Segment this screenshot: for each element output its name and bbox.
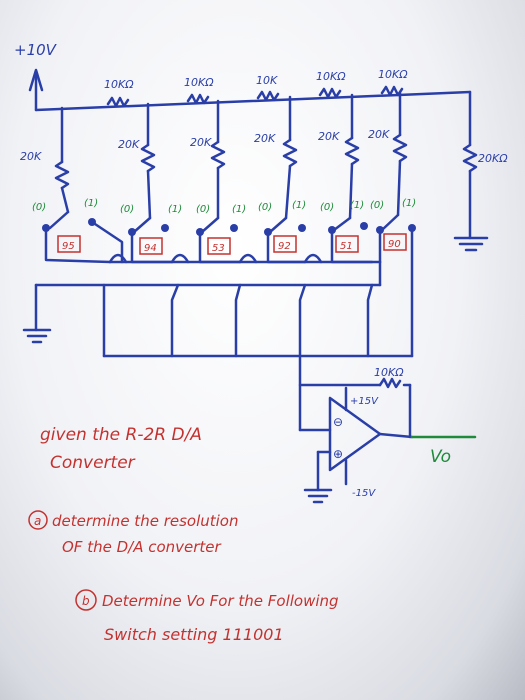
- switch-label: 53: [212, 243, 225, 254]
- switch-position-label: (1): [292, 200, 306, 211]
- switch-label: 51: [340, 241, 353, 252]
- switch-position-label: (1): [350, 200, 364, 211]
- part-a-line1: determine the resolution: [52, 512, 239, 530]
- series-resistor-label: 10K: [256, 74, 278, 87]
- part-b-line1: Determine Vo For the Following: [102, 592, 339, 610]
- switch-position-label: (1): [232, 204, 246, 215]
- shunt-resistor-label: 20K: [254, 132, 276, 145]
- shunt-resistor-label: 20K: [20, 150, 42, 163]
- opamp-triangle: [328, 396, 382, 472]
- opamp-noninverting-symbol: ⊕: [333, 447, 343, 461]
- supply-label: +10V: [14, 41, 58, 59]
- supply-arrow: [28, 68, 44, 92]
- part-b-line2: Switch setting 111001: [104, 625, 284, 644]
- switch-position-label: (1): [168, 204, 182, 215]
- shunt-resistor-label: 20K: [368, 128, 390, 141]
- question-intro-line2: Converter: [50, 453, 136, 473]
- part-a-line2: OF the D/A converter: [62, 538, 222, 556]
- series-resistor-label: 10KΩ: [104, 78, 134, 91]
- switch-position-label: (0): [120, 204, 134, 215]
- opamp-neg-supply: -15V: [352, 488, 376, 499]
- part-b-marker: b: [82, 594, 90, 608]
- switch-label: 95: [62, 241, 75, 252]
- question-intro-line1: given the R-2R D/A: [40, 425, 202, 445]
- opamp-inverting-symbol: ⊖: [333, 415, 343, 429]
- termination-resistor-label: 20KΩ: [478, 152, 508, 165]
- switch-label: 92: [278, 241, 291, 252]
- series-resistor-label: 10KΩ: [378, 68, 408, 81]
- feedback-resistor-label: 10KΩ: [374, 366, 404, 379]
- switch-position-label: (0): [196, 204, 210, 215]
- output-label: Vo: [430, 447, 451, 467]
- switch-position-label: (0): [258, 202, 272, 213]
- opamp-pos-supply: +15V: [350, 396, 379, 407]
- shunt-resistor-label: 20K: [190, 136, 212, 149]
- switch-position-label: (0): [320, 202, 334, 213]
- switch-label: 90: [388, 239, 401, 250]
- switch-position-label: (1): [402, 198, 416, 209]
- shunt-resistor-label: 20K: [318, 130, 340, 143]
- series-resistor-label: 10KΩ: [316, 70, 346, 83]
- switch-position-label: (0): [32, 202, 46, 213]
- series-resistor-label: 10KΩ: [184, 76, 214, 89]
- switch-label: 94: [144, 243, 157, 254]
- shunt-resistor-label: 20K: [118, 138, 140, 151]
- switch-position-label: (1): [84, 198, 98, 209]
- switch-position-label: (0): [370, 200, 384, 211]
- part-a-marker: a: [34, 514, 41, 528]
